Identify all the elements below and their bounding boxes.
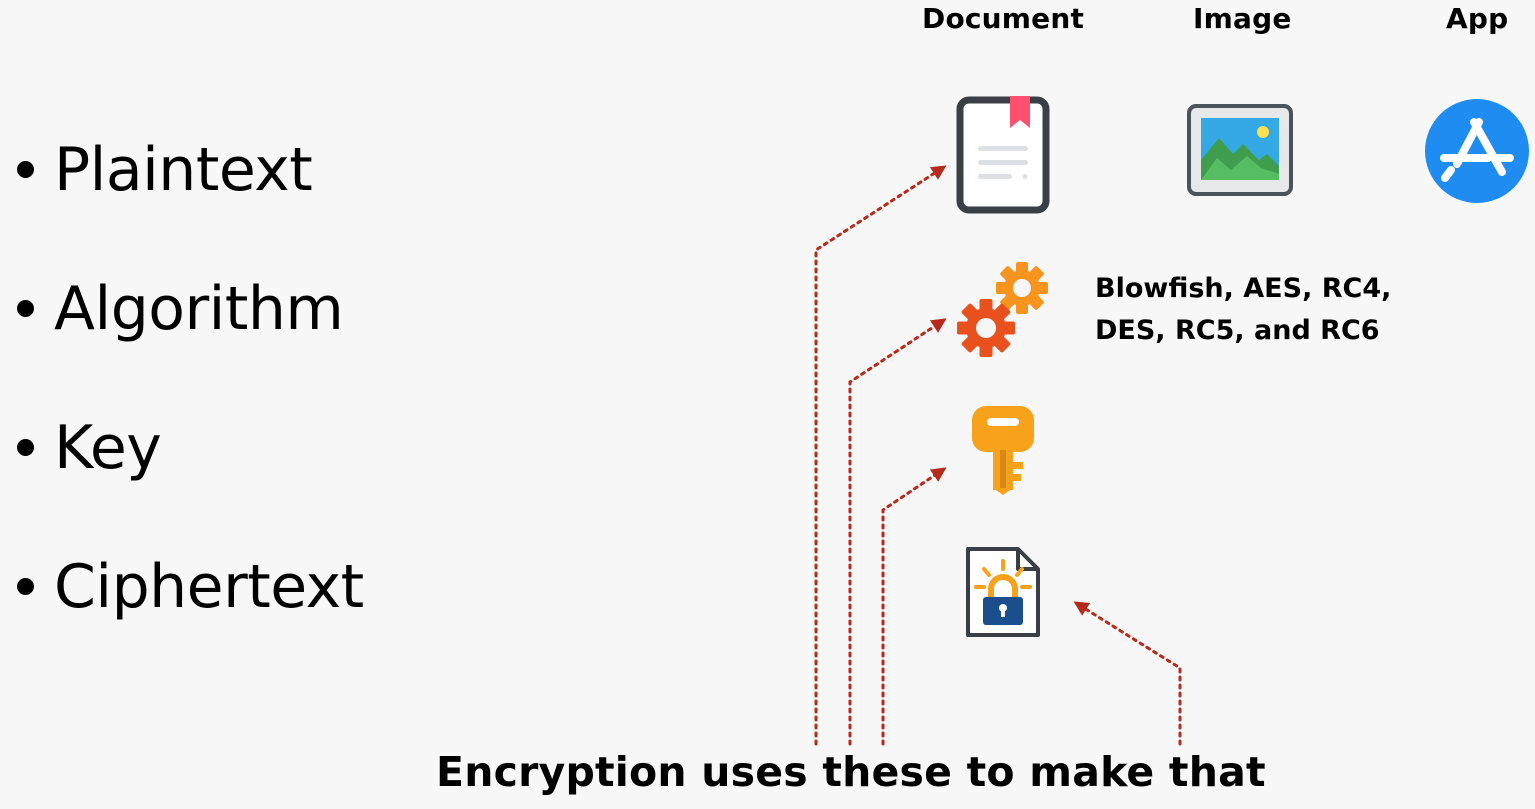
list-item-algorithm: Algorithm: [14, 269, 364, 408]
term-list: Plaintext Algorithm Key Ciphertext: [14, 130, 364, 686]
document-icon: [956, 96, 1050, 214]
app-store-icon: [1425, 99, 1529, 203]
arrow-to-document: [814, 165, 947, 746]
list-item-ciphertext: Ciphertext: [14, 547, 364, 686]
list-item-key: Key: [14, 408, 364, 547]
locked-file-icon: [966, 547, 1040, 637]
term-label: Ciphertext: [54, 552, 364, 622]
image-icon: [1187, 104, 1293, 196]
arrow-to-gears: [848, 318, 947, 746]
arrow-to-key: [881, 467, 947, 746]
caption: Encryption uses these to make that: [436, 748, 1266, 796]
bullet-dot: [17, 161, 34, 178]
column-header-image: Image: [1193, 2, 1292, 35]
key-icon: [972, 406, 1034, 495]
bullet-dot: [17, 300, 34, 317]
algorithm-examples-line-1: Blowfish, AES, RC4,: [1095, 273, 1392, 304]
algorithm-examples: Blowfish, AES, RC4, DES, RC5, and RC6: [1095, 268, 1415, 352]
term-label: Key: [54, 413, 162, 483]
gears-icon: [957, 262, 1048, 357]
bullet-dot: [17, 578, 34, 595]
column-header-document: Document: [922, 2, 1085, 35]
algorithm-examples-line-2: DES, RC5, and RC6: [1095, 315, 1380, 346]
bullet-dot: [17, 439, 34, 456]
list-item-plaintext: Plaintext: [14, 130, 364, 269]
column-header-app: App: [1446, 2, 1509, 35]
term-label: Algorithm: [54, 274, 344, 344]
term-label: Plaintext: [54, 135, 313, 205]
arrow-to-locked-file: [1073, 601, 1182, 746]
